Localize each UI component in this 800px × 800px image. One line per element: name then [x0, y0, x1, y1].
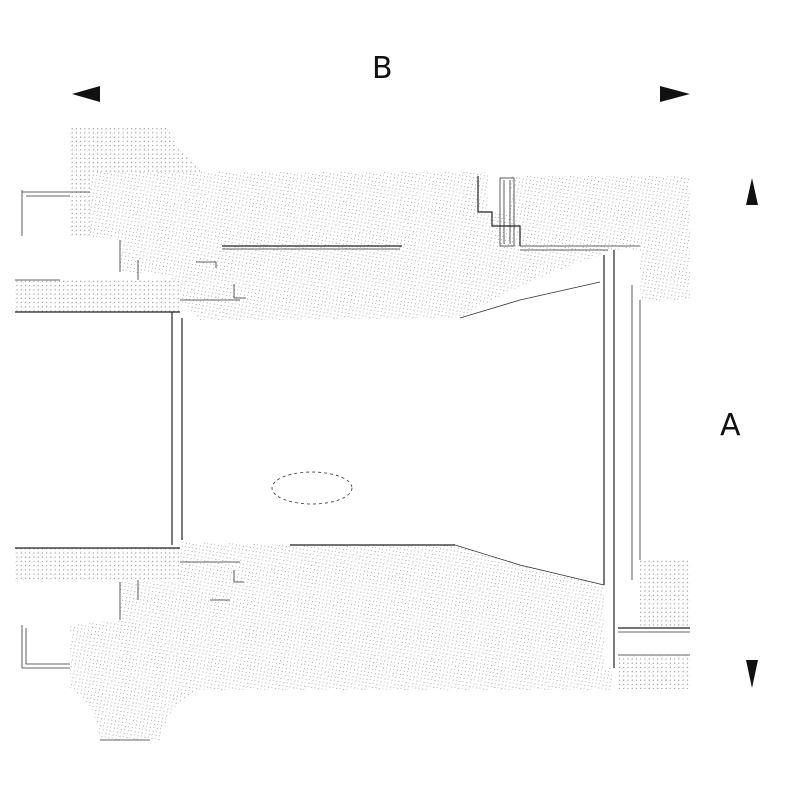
lower-body-section [15, 542, 690, 741]
bolt-detail [477, 176, 521, 247]
upper-flange [70, 128, 200, 236]
lower-right-block [640, 560, 690, 626]
dimension-a: A [720, 178, 758, 688]
dimension-b-label: B [372, 51, 393, 86]
dimension-a-label: A [720, 408, 741, 443]
dimension-b: B [72, 51, 690, 102]
upper-body-section [15, 128, 690, 320]
bore-opening [271, 471, 353, 505]
dimension-b-right-arrow [660, 86, 690, 102]
lower-right-foot [618, 655, 690, 689]
inner-bore [171, 250, 641, 668]
lower-casing [70, 542, 612, 740]
dimension-b-left-arrow [72, 86, 100, 102]
dimension-a-top-arrow [746, 178, 758, 205]
lower-pipe-wall [15, 548, 180, 582]
dimension-a-bottom-arrow [746, 660, 758, 688]
upper-pipe-wall [15, 280, 180, 312]
